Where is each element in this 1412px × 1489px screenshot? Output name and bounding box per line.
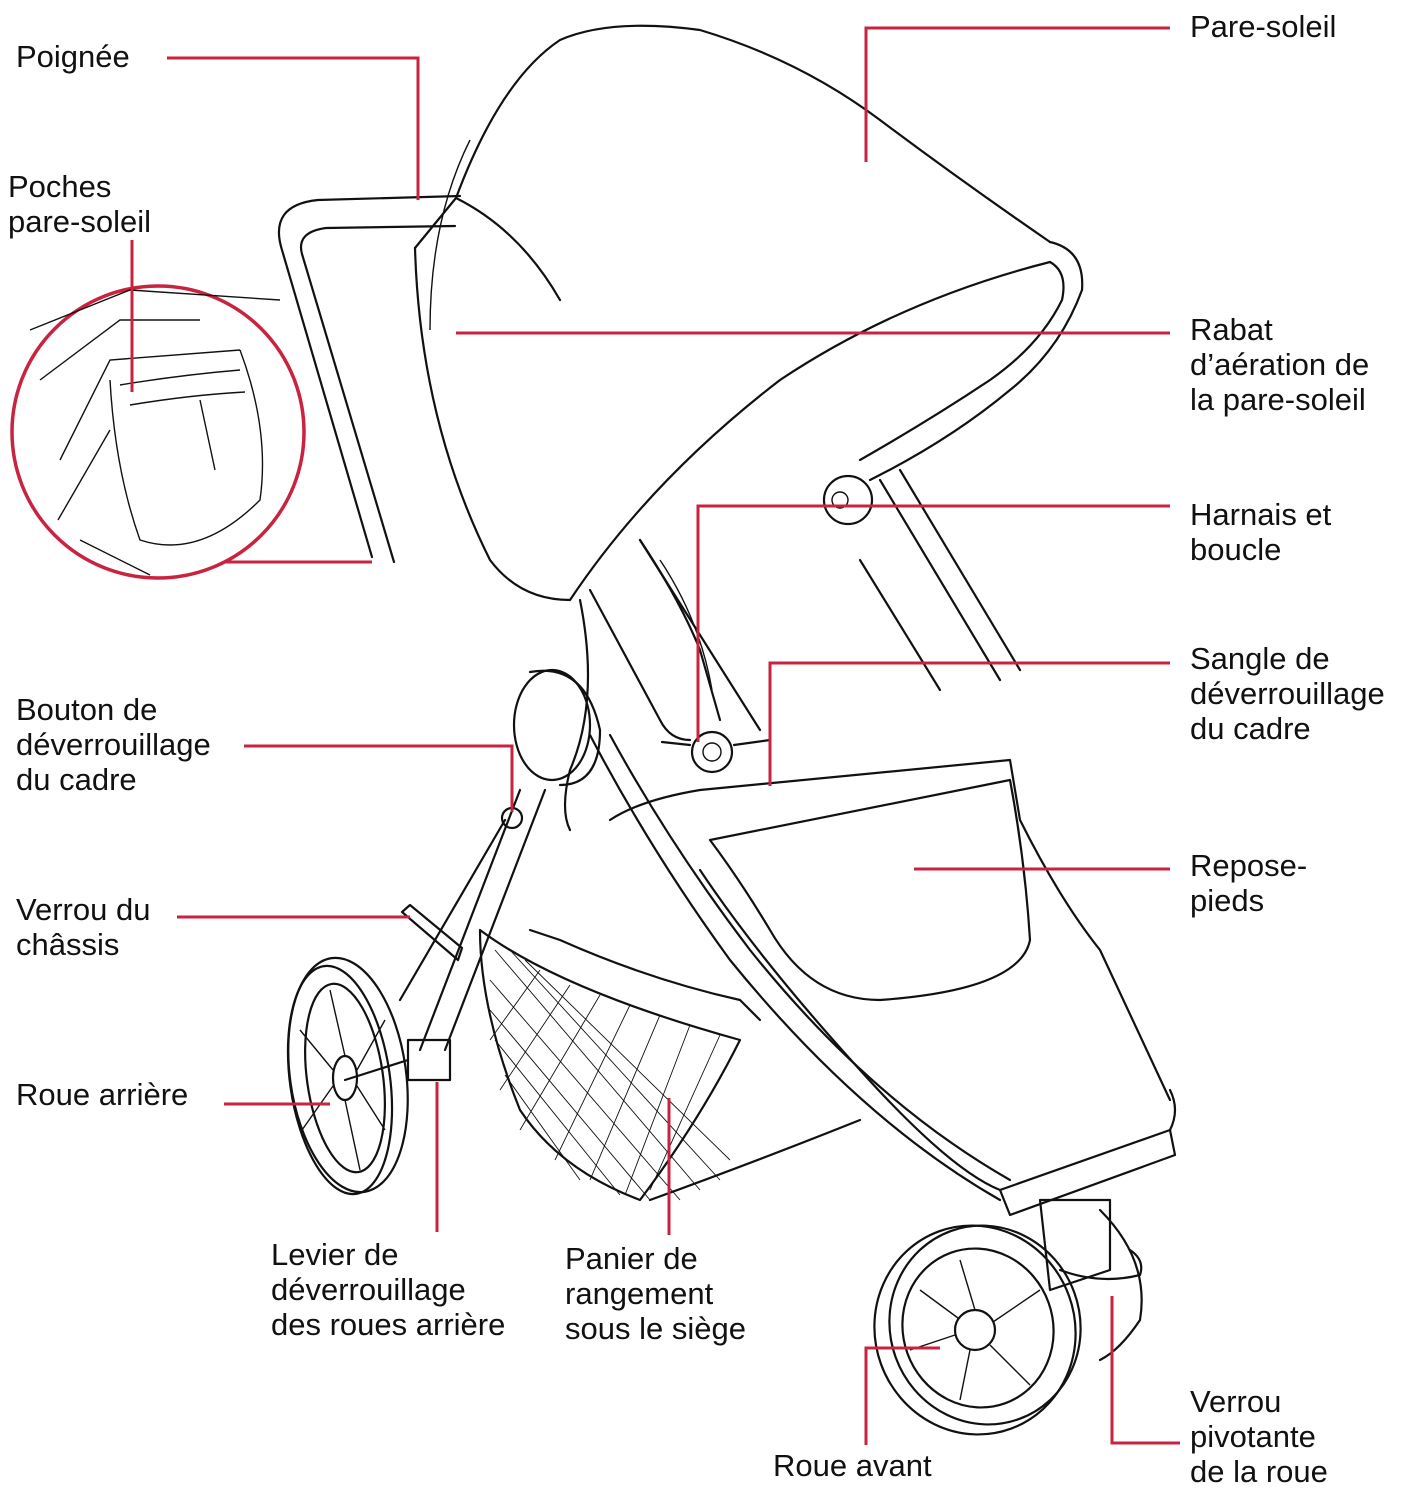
label-harness-buckle: Harnais et boucle [1190,497,1332,567]
label-storage-basket: Panier de rangement sous le siège [565,1241,746,1346]
leader-handle [167,56,420,200]
stroller-outline [277,24,1177,1436]
label-frame-lock: Verrou du châssis [16,892,151,962]
label-canopy-pockets: Poches pare-soleil [8,169,152,239]
label-footrest: Repose- pieds [1190,848,1308,918]
leader-frame-release-strap [768,661,1170,786]
leader-frame-release-button [244,744,514,812]
label-front-wheel: Roue avant [773,1448,932,1483]
pocket-detail-inset [10,284,306,580]
leader-lines [130,26,1180,1445]
leader-harness-buckle [696,504,1170,742]
label-rear-wheel: Roue arrière [16,1077,189,1112]
leader-front-wheel [864,1346,940,1445]
leader-swivel-lock [1110,1296,1180,1445]
label-rear-brake-lever: Levier de déverrouillage des roues arriè… [271,1237,506,1342]
label-frame-release-strap: Sangle de déverrouillage du cadre [1190,641,1385,746]
label-canopy-vent: Rabat d’aération de la pare-soleil [1190,312,1370,417]
label-swivel-lock: Verrou pivotante de la roue [1190,1384,1328,1489]
label-frame-release-button: Bouton de déverrouillage du cadre [16,692,211,797]
label-handle: Poignée [16,39,130,74]
label-canopy: Pare-soleil [1190,9,1337,44]
leader-canopy [864,26,1170,162]
